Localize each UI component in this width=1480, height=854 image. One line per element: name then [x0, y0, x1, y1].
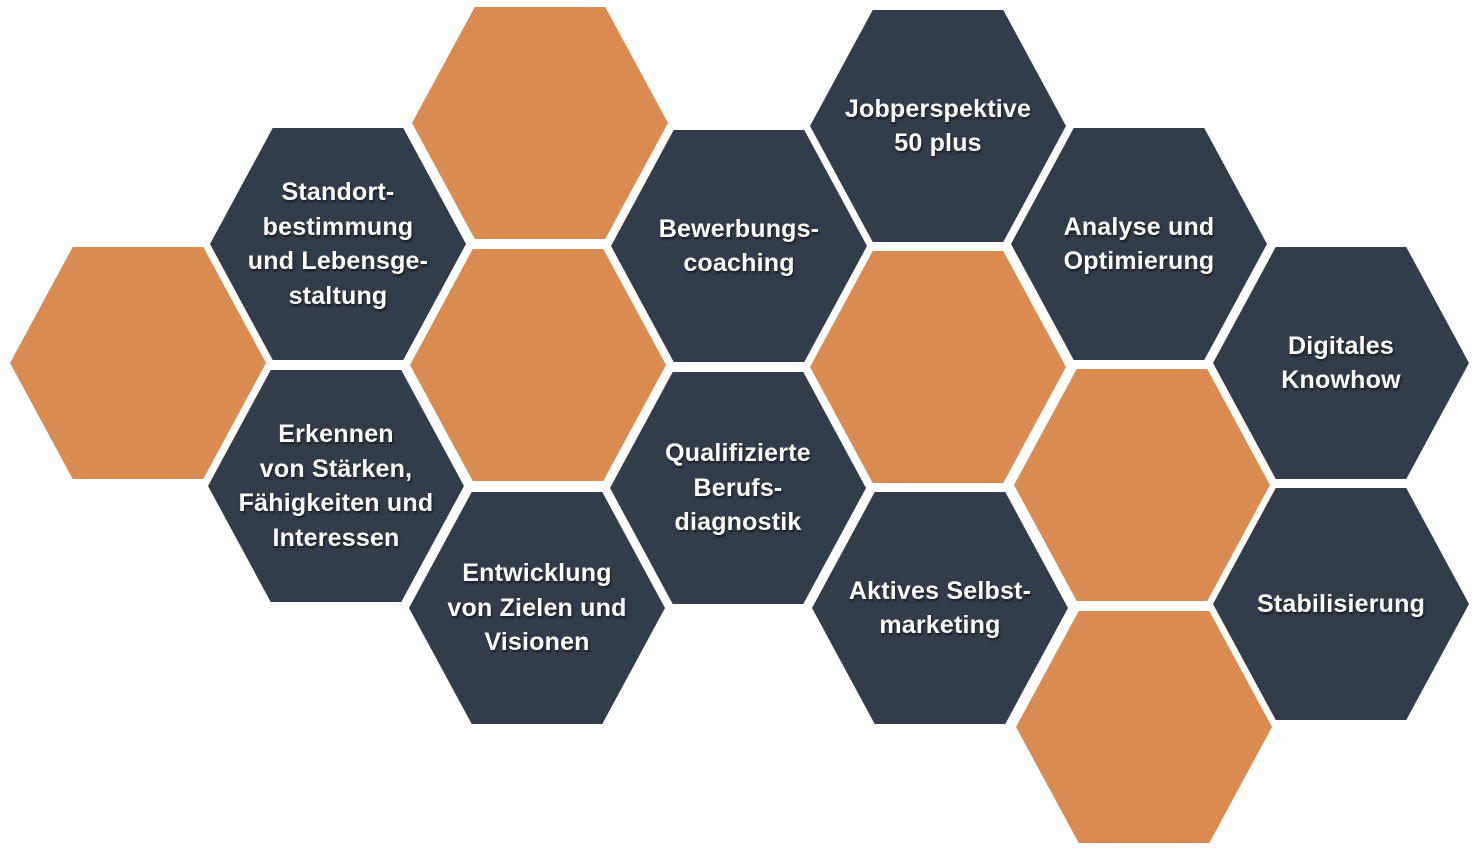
hexagon-entwicklung-ziele: Entwicklung von Zielen und Visionen	[409, 492, 665, 724]
hexagon-jobperspektive: Jobperspektive 50 plus	[810, 10, 1066, 242]
hexagon-label: Stabilisierung	[1256, 589, 1426, 618]
hexagon-label: Jobperspektive 50 plus	[844, 94, 1032, 158]
orange-hexagon	[1016, 611, 1272, 843]
hexagon-label: Bewerbungs- coaching	[658, 214, 820, 278]
hexagon-label: Entwicklung von Zielen und Visionen	[447, 559, 627, 657]
orange-hexagon	[410, 249, 666, 481]
hexagon-erkennen-staerken: Erkennen von Stärken, Fähigkeiten und In…	[208, 370, 464, 602]
hexagon-standortbestimmung: Standort- bestimmung und Lebensge- stalt…	[210, 128, 466, 360]
hexagon-bewerbungscoaching: Bewerbungs- coaching	[611, 130, 867, 362]
hexagon-analyse: Analyse und Optimierung	[1011, 128, 1267, 360]
hexagon-label: Digitales Knowhow	[1281, 331, 1401, 395]
hexagon-label: Aktives Selbst- marketing	[848, 576, 1032, 640]
hexagon-label: Erkennen von Stärken, Fähigkeiten und In…	[238, 420, 434, 552]
hexagon-label: Qualifizierte Berufs- diagnostik	[665, 439, 811, 537]
hexagon-digitales-knowhow: Digitales Knowhow	[1213, 247, 1469, 479]
hexagon-stabilisierung: Stabilisierung	[1213, 488, 1469, 720]
orange-hexagon	[412, 7, 668, 239]
orange-hexagon	[810, 251, 1066, 483]
orange-hexagon	[10, 247, 266, 479]
orange-hexagon	[1014, 369, 1270, 601]
hexagon-berufsdiagnostik: Qualifizierte Berufs- diagnostik	[610, 372, 866, 604]
hexagon-label: Analyse und Optimierung	[1063, 212, 1215, 276]
hexagon-label: Standort- bestimmung und Lebensge- stalt…	[247, 178, 429, 310]
hexagon-selbstmarketing: Aktives Selbst- marketing	[812, 492, 1068, 724]
